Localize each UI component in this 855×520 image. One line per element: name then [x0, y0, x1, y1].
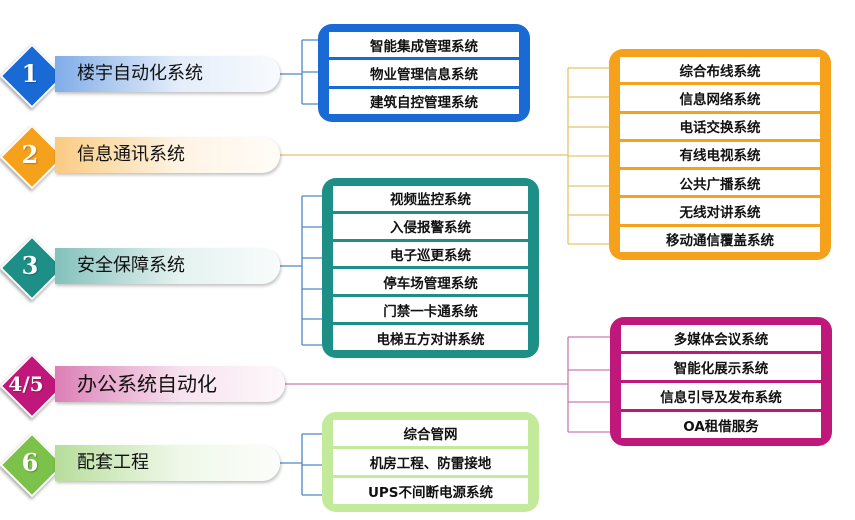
panel-supporting-works: 综合管网 机房工程、防雷接地 UPS不间断电源系统 [322, 412, 539, 512]
category-label: 楼宇自动化系统 [77, 63, 203, 84]
category-number: 4/5 [8, 372, 44, 396]
category-office-automation: 办公系统自动化 [55, 366, 285, 402]
list-item: 电话交换系统 [620, 113, 820, 139]
list-item: 停车场管理系统 [333, 269, 528, 295]
category-number: 1 [21, 59, 39, 88]
category-number: 6 [21, 448, 39, 477]
list-item: UPS不间断电源系统 [333, 478, 528, 504]
category-label: 配套工程 [77, 452, 149, 473]
category-supporting-works: 配套工程 [55, 445, 280, 481]
panel-building-automation: 智能集成管理系统 物业管理信息系统 建筑自控管理系统 [318, 24, 530, 122]
list-item: 多媒体会议系统 [621, 325, 821, 351]
list-item: 智能集成管理系统 [329, 32, 519, 58]
list-item: 信息网络系统 [620, 85, 820, 111]
list-item: 有线电视系统 [620, 141, 820, 168]
list-item: 智能化展示系统 [621, 354, 821, 380]
category-number: 3 [21, 251, 39, 280]
list-item: 公共广播系统 [620, 170, 820, 196]
list-item: 移动通信覆盖系统 [620, 226, 820, 252]
list-item: 电子巡更系统 [333, 241, 528, 267]
list-item: 综合布线系统 [620, 57, 820, 83]
category-communication: 信息通讯系统 [55, 137, 280, 173]
panel-office-automation: 多媒体会议系统 智能化展示系统 信息引导及发布系统 OA租借服务 [610, 317, 832, 446]
list-item: 视频监控系统 [333, 186, 528, 211]
list-item: 门禁一卡通系统 [333, 297, 528, 323]
category-label: 信息通讯系统 [77, 144, 185, 165]
category-number: 2 [21, 140, 39, 169]
list-item: 建筑自控管理系统 [329, 88, 519, 114]
panel-communication: 综合布线系统 信息网络系统 电话交换系统 有线电视系统 公共广播系统 无线对讲系… [609, 49, 831, 260]
list-item: 信息引导及发布系统 [621, 383, 821, 409]
list-item: 电梯五方对讲系统 [333, 325, 528, 350]
list-item: 物业管理信息系统 [329, 60, 519, 86]
category-label: 安全保障系统 [77, 255, 185, 276]
list-item: 机房工程、防雷接地 [333, 449, 528, 475]
category-label: 办公系统自动化 [77, 372, 217, 396]
list-item: 入侵报警系统 [333, 213, 528, 239]
category-security: 安全保障系统 [55, 248, 280, 284]
panel-security: 视频监控系统 入侵报警系统 电子巡更系统 停车场管理系统 门禁一卡通系统 电梯五… [322, 178, 539, 358]
list-item: 无线对讲系统 [620, 198, 820, 224]
list-item: 综合管网 [333, 420, 528, 446]
category-building-automation: 楼宇自动化系统 [55, 56, 280, 92]
list-item: OA租借服务 [621, 412, 821, 438]
